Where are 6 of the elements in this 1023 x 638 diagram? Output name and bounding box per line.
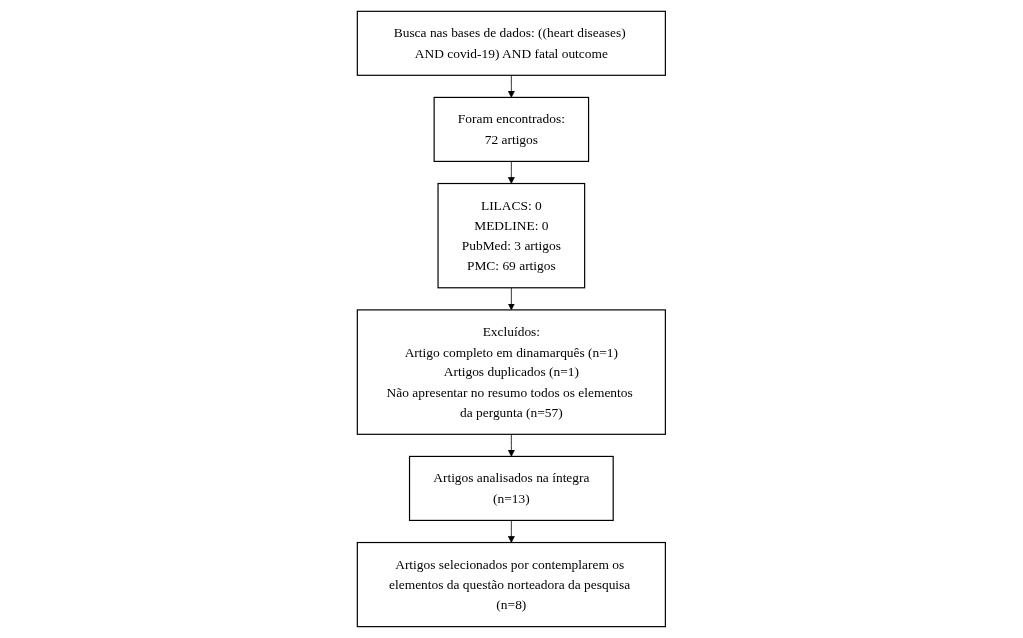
node-box: Artigos analisados na íntegra (n=13) — [409, 455, 614, 521]
node-box: LILACS: 0 MEDLINE: 0 PubMed: 3 artigos PMC: 69 artigos — [437, 182, 586, 289]
node-box: Artigos selecionados por contemplarem os elementos da questão norteadora da pesquisa (n=8) — [356, 541, 667, 628]
node-box: Excluídos: Artigo completo em dinamarquês (n=1) Artigos duplicados (n=1) Não apresentar no resumo todos os elementos da pergunta (n=57) — [356, 309, 667, 435]
node-box: Busca nas bases de dados: ((heart diseases) AND covid-19) AND fatal outcome — [356, 10, 667, 76]
node-box: Foram encontrados: 72 artigos — [433, 96, 590, 162]
